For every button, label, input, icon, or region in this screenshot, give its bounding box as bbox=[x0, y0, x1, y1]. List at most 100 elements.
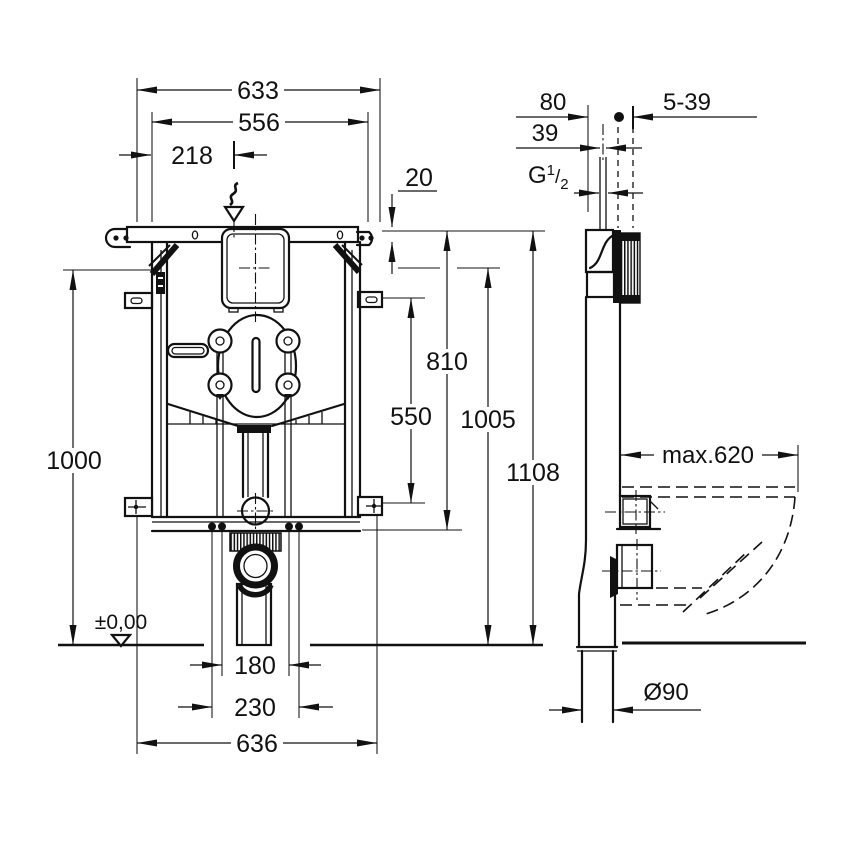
left-rail-anchor-block bbox=[156, 272, 165, 294]
bowl-body-curve bbox=[705, 496, 796, 615]
dim-label-1005: 1005 bbox=[460, 406, 516, 434]
floor-level-label: ±0,00 bbox=[95, 611, 147, 634]
dim-label-20: 20 bbox=[405, 164, 433, 192]
left-corner-brace-edge bbox=[148, 244, 171, 267]
side-slot bbox=[166, 342, 210, 359]
front-view bbox=[58, 181, 543, 647]
dim-frame-width: 556 bbox=[152, 109, 368, 137]
flush-plate-opening bbox=[220, 214, 291, 322]
dim-overall-height: 1108 bbox=[503, 231, 563, 645]
funnel-right bbox=[270, 402, 346, 428]
dim-outlet-width: 180 bbox=[190, 652, 321, 680]
dim-label-g-half: G1/2 bbox=[528, 162, 569, 193]
dim-thread-g-half: G1/2 bbox=[528, 162, 643, 197]
dim-bowl-depth: max.620 bbox=[621, 442, 799, 492]
dim-depth-80: 80 bbox=[516, 89, 588, 121]
upper-wall-brackets bbox=[123, 290, 384, 310]
bolt-inner bbox=[215, 380, 225, 390]
dim-label-810: 810 bbox=[426, 348, 468, 376]
profile-front-band bbox=[613, 230, 621, 303]
sleeve-cap-top bbox=[621, 233, 640, 241]
outlet-step bbox=[649, 500, 659, 510]
drain-ring-inner bbox=[243, 553, 268, 579]
drain-cup bbox=[236, 583, 274, 598]
rod-bolts bbox=[207, 328, 301, 400]
dim-label-dia90: Ø90 bbox=[643, 679, 688, 706]
bolt-dot bbox=[133, 504, 139, 510]
dim-depth-39: 39 bbox=[516, 120, 642, 152]
sleeve-cap-bottom bbox=[621, 295, 640, 303]
opening-foot bbox=[228, 307, 239, 313]
left-bracket-slot bbox=[130, 297, 143, 305]
bolt-circle bbox=[207, 372, 233, 398]
dim-bracket-width: 230 bbox=[178, 694, 333, 722]
right-wall-bracket bbox=[356, 290, 384, 309]
frame-rails bbox=[150, 240, 362, 519]
right-corner-brace bbox=[332, 243, 362, 274]
waste-bend-front bbox=[229, 532, 282, 647]
waste-socket bbox=[615, 543, 654, 590]
opening-foot bbox=[273, 307, 284, 313]
dim-label-5-39: 5-39 bbox=[663, 89, 711, 116]
flange-slot-hole bbox=[336, 230, 344, 240]
access-sleeve-hatched bbox=[620, 232, 641, 304]
inlet-curve bbox=[588, 234, 614, 270]
bolt-circle bbox=[275, 372, 301, 398]
bolt-dot bbox=[371, 503, 377, 509]
right-bracket-slot bbox=[365, 296, 378, 304]
dimensions: 633 556 218 20 bbox=[44, 77, 799, 758]
bolt-circle bbox=[207, 328, 233, 354]
outlet-bolt bbox=[218, 522, 226, 531]
wall-range-dot bbox=[614, 112, 624, 122]
pipe-flange bbox=[237, 425, 271, 433]
funnel-left bbox=[166, 402, 240, 428]
side-slot-inner bbox=[171, 346, 205, 355]
valve-lower-box bbox=[585, 270, 616, 299]
bolt-inner bbox=[283, 380, 293, 390]
dim-label-1108: 1108 bbox=[506, 459, 560, 487]
flange-slot-hole bbox=[191, 230, 199, 240]
waste-connector-side bbox=[602, 539, 661, 600]
level-triangle-icon bbox=[109, 633, 133, 648]
toilet-bowl-outline bbox=[620, 486, 796, 615]
water-supply-symbol bbox=[222, 181, 246, 238]
dim-overall-width: 633 bbox=[137, 77, 380, 105]
dim-base-width: 636 bbox=[137, 730, 377, 758]
dim-810: 810 bbox=[421, 231, 473, 530]
bolt-inner bbox=[283, 336, 293, 346]
floor-level-marker: ±0,00 bbox=[95, 611, 147, 648]
flush-elbow-side bbox=[605, 490, 665, 534]
bowl-spigot-line bbox=[699, 541, 763, 599]
dim-wall-range: 5-39 bbox=[614, 89, 757, 129]
dim-label-max620: max.620 bbox=[662, 442, 754, 469]
waste-seal bbox=[610, 556, 618, 598]
dim-label-556: 556 bbox=[238, 109, 280, 137]
left-wall-bracket bbox=[123, 291, 154, 310]
outlet-bolt bbox=[285, 522, 293, 531]
bolt-tick bbox=[284, 394, 292, 400]
drain-pipe-side bbox=[575, 538, 619, 724]
bowl-spigot-line bbox=[682, 550, 749, 613]
outlet-bolt bbox=[295, 522, 303, 531]
cistern-access bbox=[166, 313, 298, 419]
dim-label-218: 218 bbox=[171, 142, 213, 170]
side-profile bbox=[584, 124, 641, 542]
dim-550: 550 bbox=[385, 298, 437, 503]
dim-label-636: 636 bbox=[236, 730, 278, 758]
tab-hole bbox=[368, 235, 374, 241]
flange-left-tab bbox=[104, 227, 132, 249]
fixing-rods bbox=[207, 328, 301, 517]
elbow-outer bbox=[577, 538, 588, 649]
access-oval bbox=[216, 313, 298, 419]
tab-hole bbox=[123, 235, 129, 241]
actuator-slot bbox=[251, 336, 261, 394]
water-squiggle-icon bbox=[229, 181, 239, 207]
dim-label-550: 550 bbox=[390, 403, 432, 431]
bolt-tick bbox=[216, 394, 224, 400]
dim-frame-height: 1000 bbox=[44, 270, 104, 645]
dim-label-230: 230 bbox=[234, 694, 276, 722]
dim-label-633: 633 bbox=[237, 77, 279, 105]
dim-label-1000: 1000 bbox=[46, 447, 102, 475]
